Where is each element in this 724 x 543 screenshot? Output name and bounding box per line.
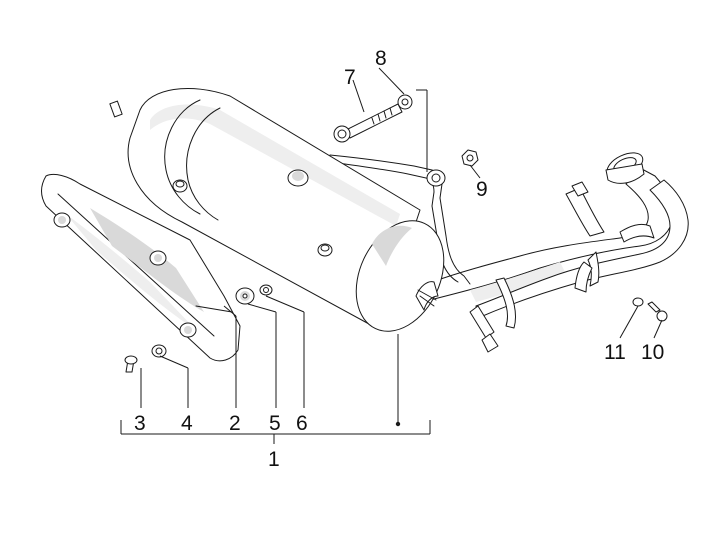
washer-4: [151, 344, 167, 358]
bolt-7: [333, 103, 403, 143]
muffler-body: [109, 87, 445, 332]
heat-shield: [41, 173, 241, 362]
callout-11: 11: [604, 341, 626, 364]
washer-8: [397, 94, 413, 110]
washer-11: [632, 297, 644, 307]
bolt-10: [647, 301, 668, 322]
callout-3: 3: [134, 412, 146, 435]
screw-3: [124, 355, 138, 373]
callout-2: 2: [229, 412, 241, 435]
leader-lines: [140, 67, 663, 427]
callout-6: 6: [296, 412, 308, 435]
callout-8: 8: [375, 47, 387, 70]
mounting-bracket: [329, 154, 471, 285]
callout-10: 10: [641, 341, 664, 364]
callout-5: 5: [269, 412, 281, 435]
nut-9: [461, 149, 479, 167]
callout-9: 9: [476, 178, 488, 201]
group-bracket-1: [120, 420, 431, 444]
callout-7: 7: [344, 66, 356, 89]
grommet-5: [235, 287, 255, 305]
exhaust-pipe: [429, 152, 689, 353]
callout-1: 1: [268, 448, 280, 471]
callout-4: 4: [181, 412, 193, 435]
washer-6: [259, 284, 273, 296]
